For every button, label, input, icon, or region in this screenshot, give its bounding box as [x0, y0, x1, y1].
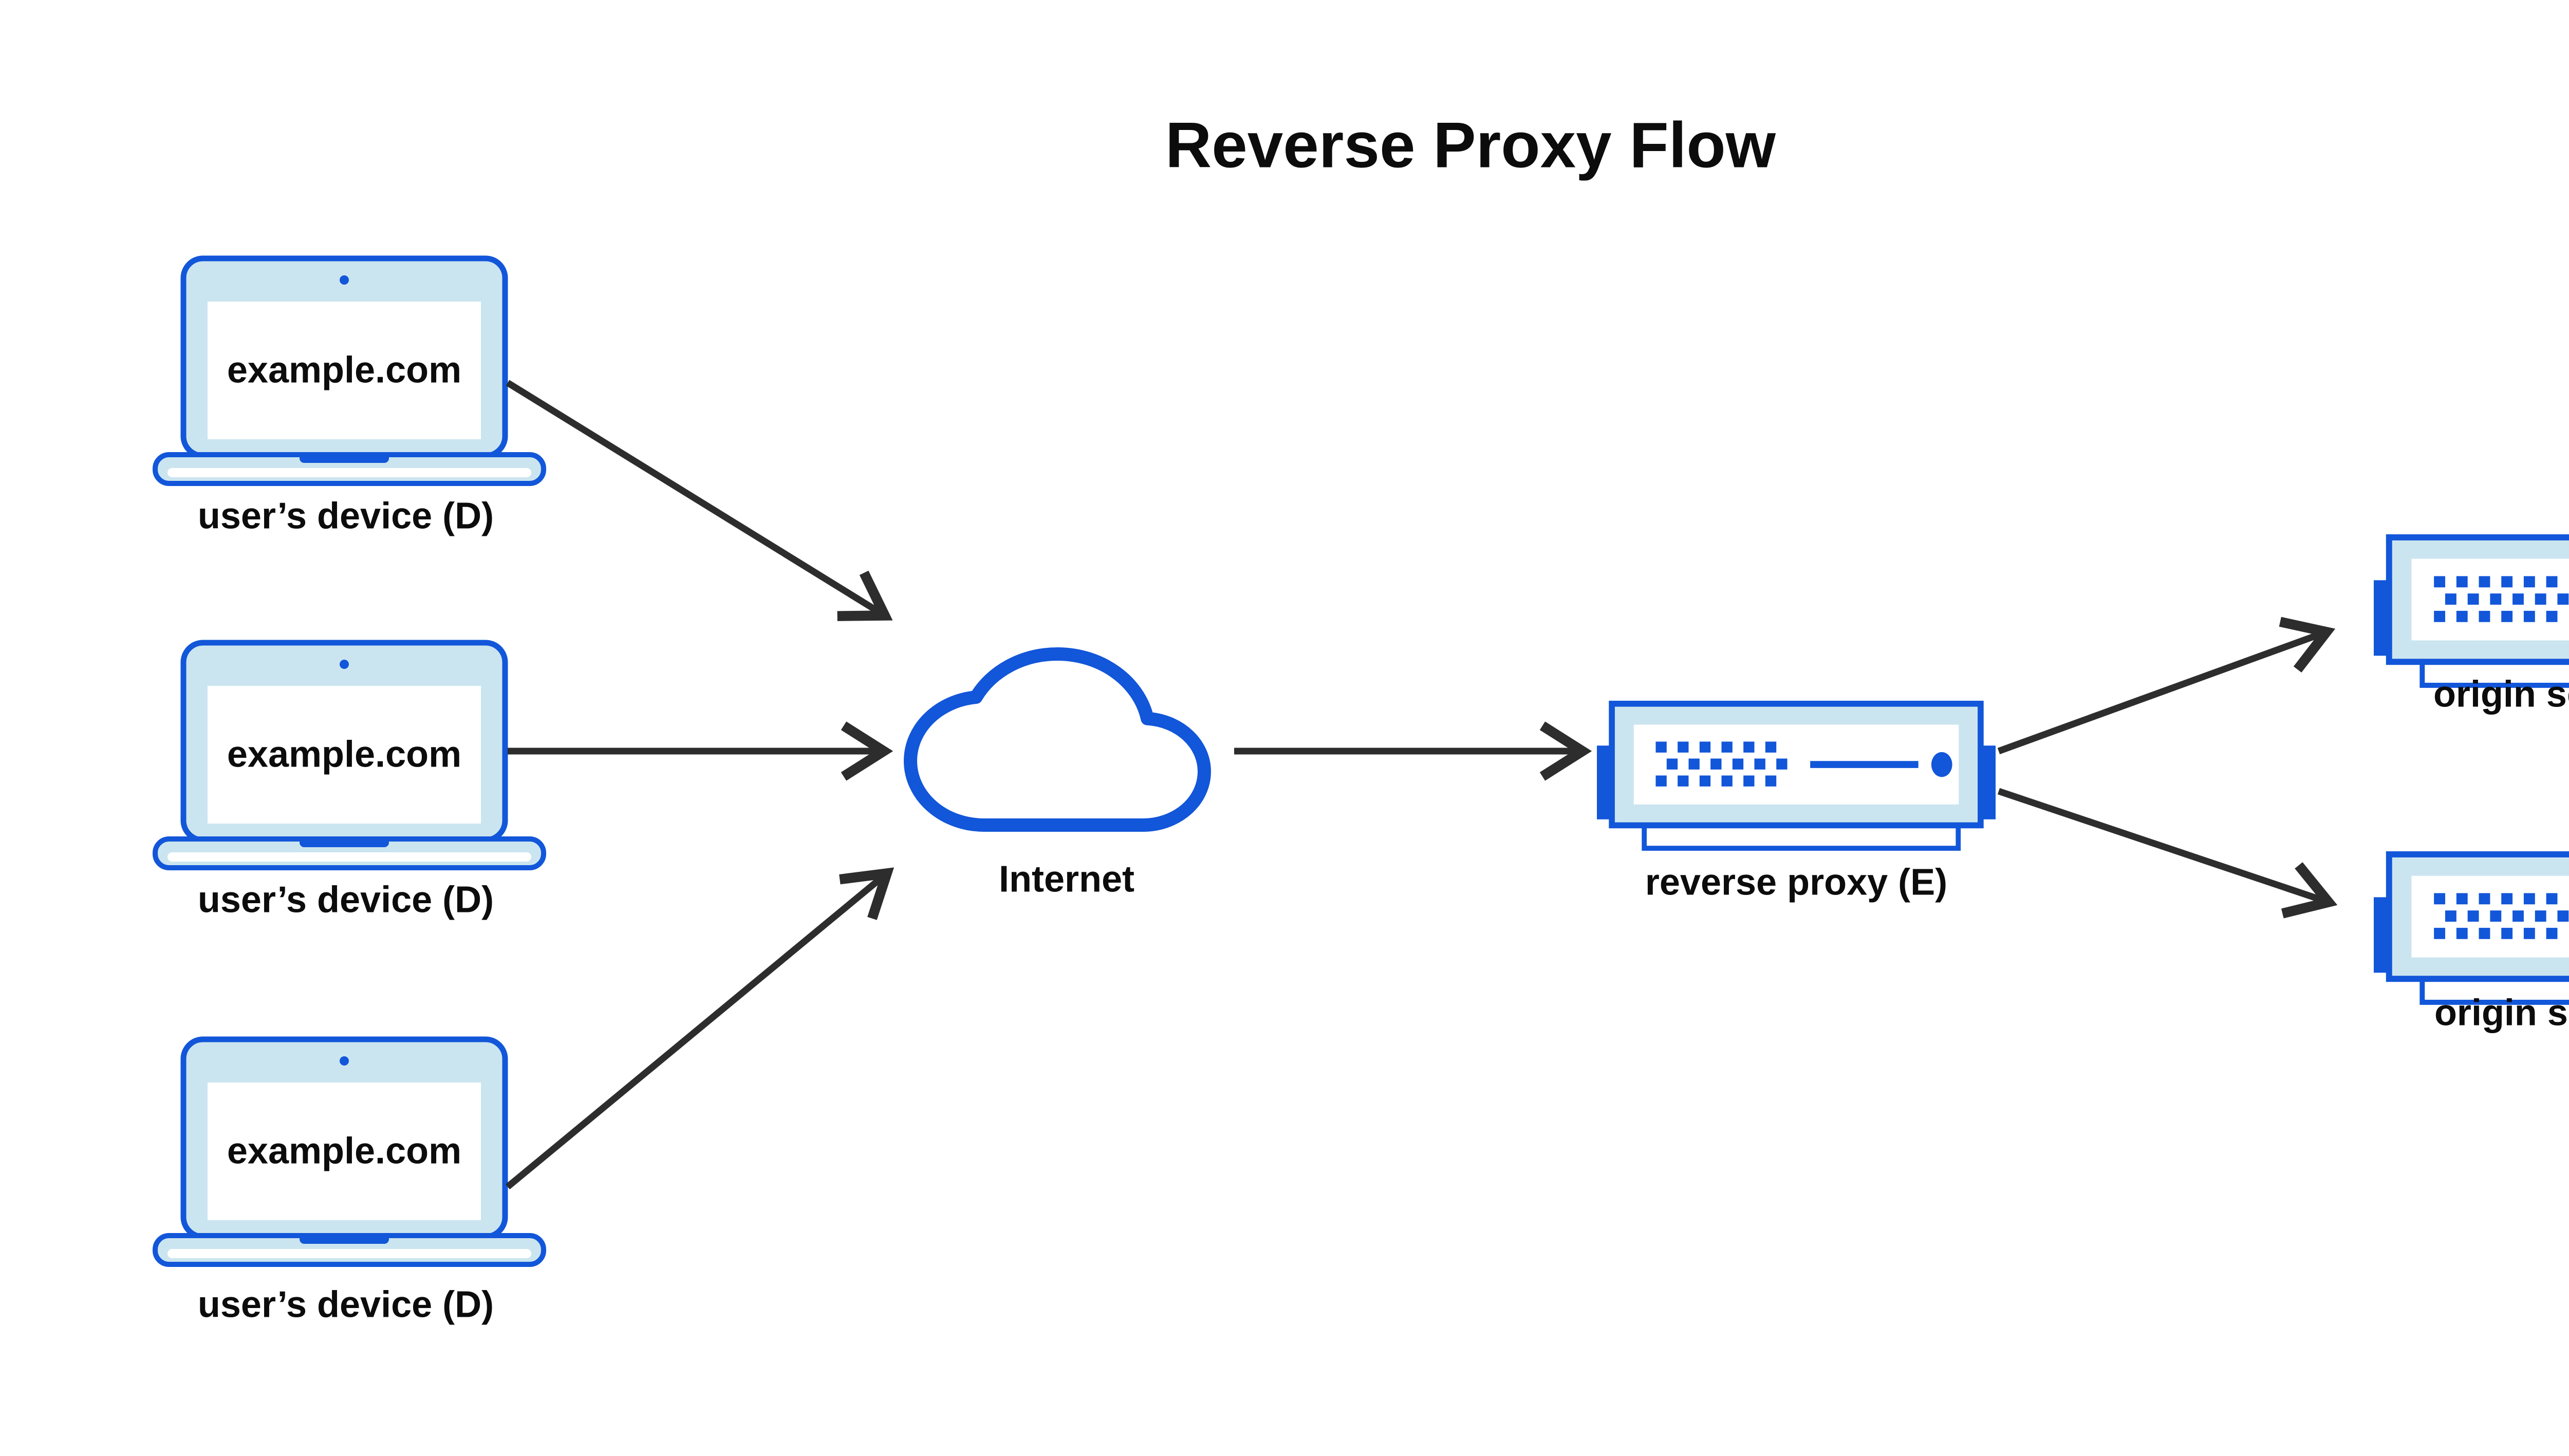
origin-server1-label: origin server (F) — [2433, 674, 2569, 715]
device3-screen-text: example.com — [227, 1130, 462, 1172]
cloud-icon — [910, 654, 1204, 825]
arrow-device1-to-internet — [506, 380, 893, 621]
arrow-device3-to-internet — [505, 867, 895, 1190]
device1-screen-text: example.com — [227, 349, 462, 391]
reverse-proxy-icon — [1597, 704, 1996, 848]
arrow-proxy-to-origin2 — [1997, 788, 2338, 919]
cloud-outline — [910, 654, 1204, 825]
origin-server-icon-2 — [2374, 854, 2569, 1002]
device1-label: user’s device (D) — [197, 495, 494, 537]
device2-label: user’s device (D) — [197, 879, 494, 921]
internet-label: Internet — [998, 858, 1135, 900]
device2-screen-text: example.com — [227, 734, 462, 775]
arrow-proxy-to-origin1 — [1997, 617, 2336, 755]
page-title: Reverse Proxy Flow — [1165, 109, 1776, 181]
origin-server-icon-1 — [2374, 537, 2569, 685]
reverse-proxy-label: reverse proxy (E) — [1645, 862, 1948, 903]
device3-label: user’s device (D) — [197, 1284, 494, 1326]
origin-server2-label: origin server (F) — [2434, 992, 2569, 1034]
